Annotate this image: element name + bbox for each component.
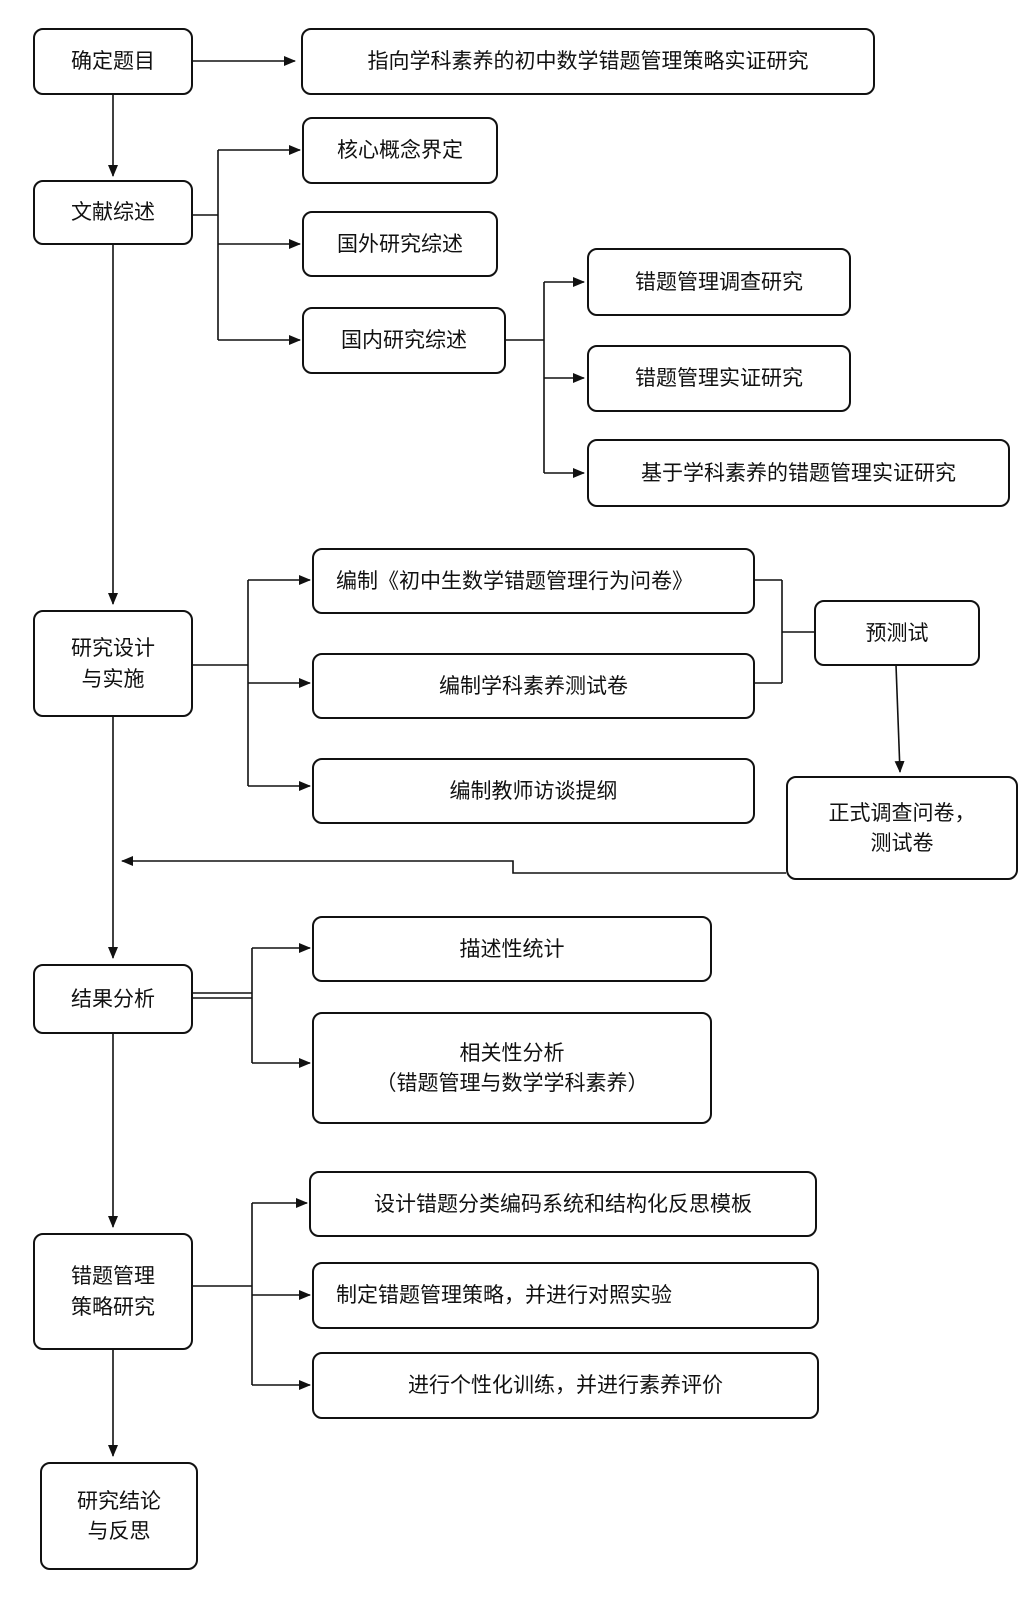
lit-foreign-review: 国外研究综述 xyxy=(302,211,498,277)
analysis-correlation-line-2: （错题管理与数学学科素养） xyxy=(375,1071,649,1095)
strategy-controlled-experiment: 制定错题管理策略，并进行对照实验 xyxy=(312,1262,819,1329)
analysis-correlation: 相关性分析 （错题管理与数学学科素养） xyxy=(312,1012,712,1124)
step-literature-review: 文献综述 xyxy=(33,180,193,245)
dom-empirical-research: 错题管理实证研究 xyxy=(587,345,851,412)
analysis-correlation-line-1: 相关性分析 xyxy=(459,1040,565,1065)
step-research-design: 研究设计 与实施 xyxy=(33,610,193,717)
step-conclusion-line-1: 研究结论 xyxy=(77,1488,161,1513)
step-strategy-research-line-2: 策略研究 xyxy=(71,1294,155,1319)
dom-empirical-research-label: 错题管理实证研究 xyxy=(635,366,803,391)
lit-foreign-review-label: 国外研究综述 xyxy=(337,231,463,256)
step-result-analysis-label: 结果分析 xyxy=(71,986,155,1011)
step-literature-review-label: 文献综述 xyxy=(71,200,155,225)
strategy-personalized-training-label: 进行个性化训练，并进行素养评价 xyxy=(408,1373,723,1398)
design-literacy-test: 编制学科素养测试卷 xyxy=(312,653,755,719)
design-interview-outline: 编制教师访谈提纲 xyxy=(312,758,755,824)
step-strategy-research: 错题管理 策略研究 xyxy=(33,1233,193,1350)
formal-questionnaire-box: 正式调查问卷， 测试卷 xyxy=(786,776,1018,880)
step-determine-topic-label: 确定题目 xyxy=(71,49,155,74)
arrow-pretest-formal xyxy=(894,664,905,773)
dom-survey-research: 错题管理调查研究 xyxy=(587,248,851,316)
formal-questionnaire-line-1: 正式调查问卷， xyxy=(828,800,976,825)
analysis-descriptive: 描述性统计 xyxy=(312,916,712,982)
strategy-coding-system: 设计错题分类编码系统和结构化反思模板 xyxy=(309,1171,817,1237)
pretest-label: 预测试 xyxy=(865,620,929,645)
step-research-design-line-1: 研究设计 xyxy=(71,636,155,661)
arrow-feedback xyxy=(121,856,786,874)
step-research-design-line-2: 与实施 xyxy=(81,666,145,691)
formal-questionnaire-line-2: 测试卷 xyxy=(870,831,934,855)
strategy-coding-system-label: 设计错题分类编码系统和结构化反思模板 xyxy=(374,1191,752,1216)
design-questionnaire: 编制《初中生数学错题管理行为问卷》 xyxy=(312,548,755,614)
step-result-analysis: 结果分析 xyxy=(33,964,193,1034)
lit-domestic-review-label: 国内研究综述 xyxy=(341,328,467,353)
design-literacy-test-label: 编制学科素养测试卷 xyxy=(439,673,628,698)
dom-literacy-empirical-research-label: 基于学科素养的错题管理实证研究 xyxy=(641,460,956,485)
step-determine-topic: 确定题目 xyxy=(33,28,193,95)
lit-core-concepts: 核心概念界定 xyxy=(302,117,498,184)
dom-survey-research-label: 错题管理调查研究 xyxy=(635,269,803,294)
step-strategy-research-line-1: 错题管理 xyxy=(71,1264,155,1289)
topic-box: 指向学科素养的初中数学错题管理策略实证研究 xyxy=(301,28,875,95)
pretest-box: 预测试 xyxy=(814,600,980,666)
step-conclusion: 研究结论 与反思 xyxy=(40,1462,198,1570)
design-interview-outline-label: 编制教师访谈提纲 xyxy=(449,778,618,803)
step-conclusion-line-2: 与反思 xyxy=(87,1519,151,1543)
strategy-personalized-training: 进行个性化训练，并进行素养评价 xyxy=(312,1352,819,1419)
dom-literacy-empirical-research: 基于学科素养的错题管理实证研究 xyxy=(587,439,1010,507)
lit-core-concepts-label: 核心概念界定 xyxy=(337,138,463,163)
analysis-descriptive-label: 描述性统计 xyxy=(459,936,565,961)
design-questionnaire-label: 编制《初中生数学错题管理行为问卷》 xyxy=(336,568,693,593)
lit-domestic-review: 国内研究综述 xyxy=(302,307,506,374)
topic-text: 指向学科素养的初中数学错题管理策略实证研究 xyxy=(367,49,809,74)
strategy-controlled-experiment-label: 制定错题管理策略，并进行对照实验 xyxy=(336,1283,672,1308)
